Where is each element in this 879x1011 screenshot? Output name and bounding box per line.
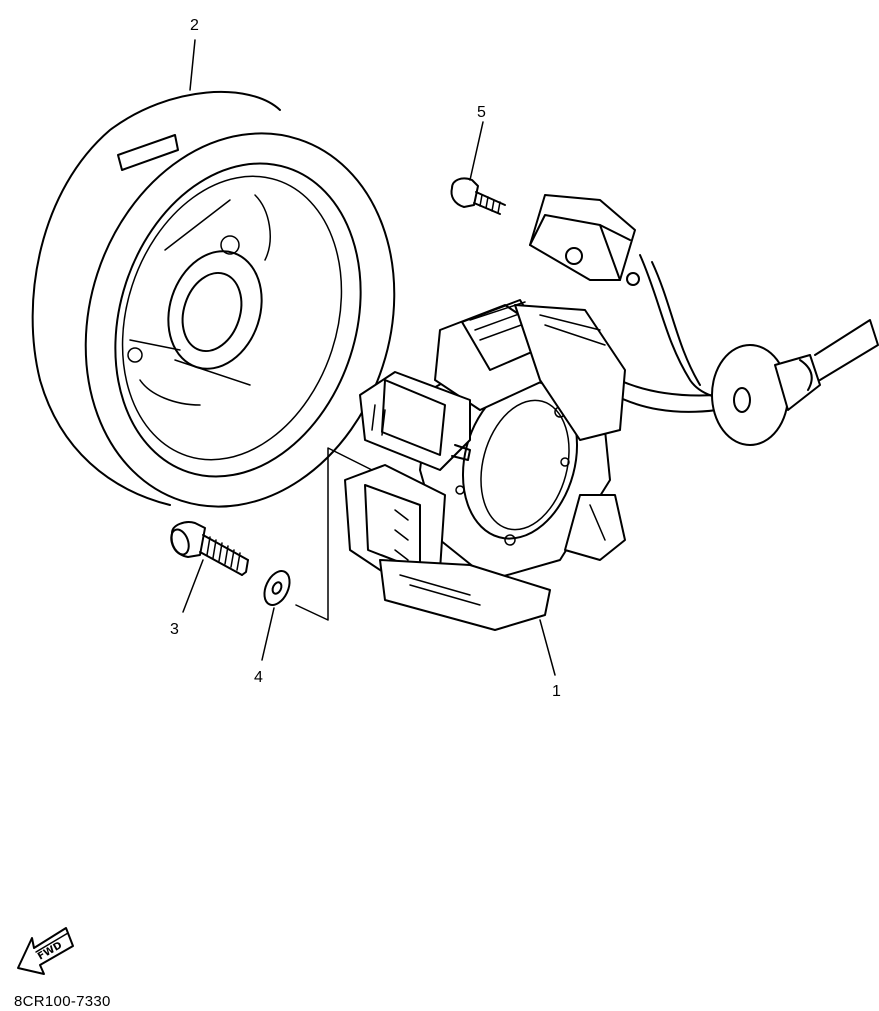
callout-4: 4 (254, 669, 263, 686)
stator-assembly (344, 194, 879, 631)
callout-3: 3 (170, 621, 179, 638)
fwd-arrow-icon: FWD (17, 927, 74, 975)
screw-small (450, 177, 506, 215)
callout-2: 2 (190, 17, 199, 34)
washer (263, 570, 291, 606)
bolt-long (170, 521, 249, 576)
callout-1: 1 (552, 683, 561, 700)
callout-5: 5 (477, 104, 486, 121)
leader-lines (182, 39, 556, 676)
diagram-code: 8CR100-7330 (14, 993, 111, 1010)
rotor-flywheel (31, 90, 396, 508)
